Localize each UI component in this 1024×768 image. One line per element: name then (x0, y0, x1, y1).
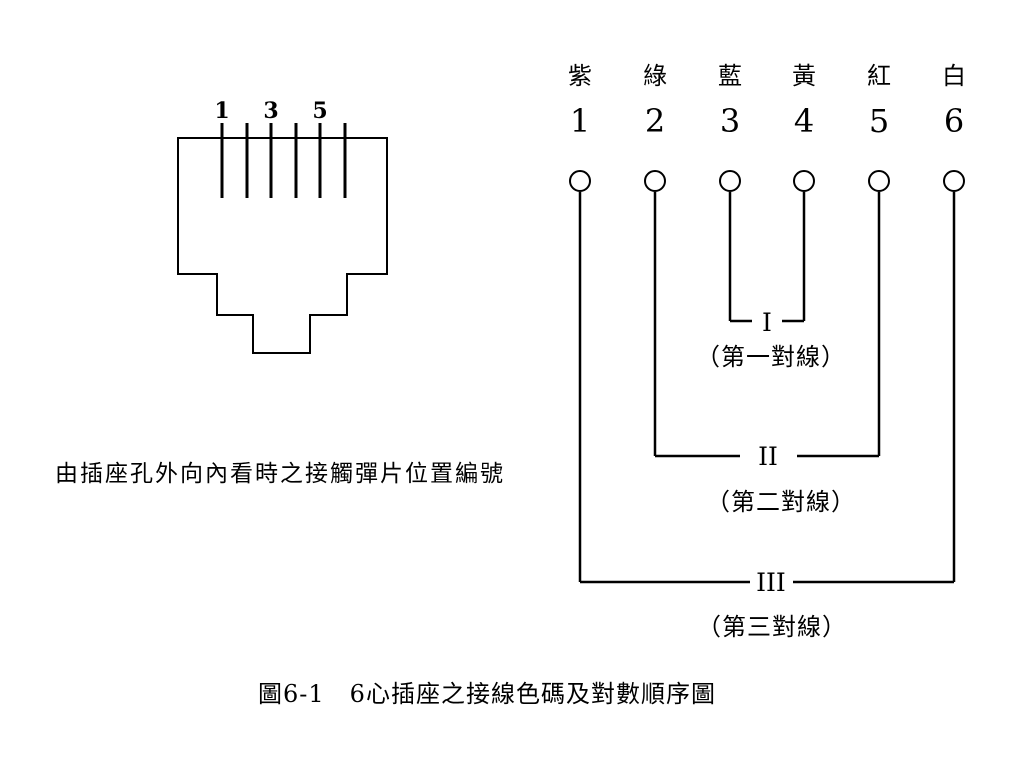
terminal-circles (569, 170, 965, 192)
drop-wires (578, 192, 956, 582)
pin-number-3: 3 (720, 102, 740, 140)
pairing-chart: 紫 綠 藍 黃 紅 白 1 2 3 4 5 6 (568, 62, 966, 641)
wire-color-row: 紫 綠 藍 黃 紅 白 (568, 62, 966, 90)
wire-color-label-4: 黃 (792, 62, 816, 90)
wire-color-label-5: 紅 (867, 62, 891, 90)
terminal-circle-4 (793, 170, 815, 192)
wire-color-label-1: 紫 (568, 62, 592, 90)
jack-caption: 由插座孔外向內看時之接觸彈片位置編號 (55, 461, 505, 487)
pin-number-2: 2 (645, 102, 665, 140)
jack-outline (177, 137, 388, 354)
jack-pin-label-5: 5 (312, 98, 327, 124)
jack-pin-label-1: 1 (214, 98, 229, 124)
jack-pin-label-3: 3 (263, 98, 278, 124)
terminal-circle-1 (569, 170, 591, 192)
terminal-circle-6 (943, 170, 965, 192)
pin-number-row: 1 2 3 4 5 6 (570, 102, 964, 140)
pair-1-numeral: I (762, 308, 772, 337)
jack-pins (220, 123, 347, 198)
pin-number-1: 1 (570, 102, 590, 140)
terminal-circle-2 (644, 170, 666, 192)
pin-number-5: 5 (869, 102, 889, 140)
terminal-circle-3 (719, 170, 741, 192)
pair-3-numeral: III (756, 568, 786, 597)
pin-number-6: 6 (944, 102, 964, 140)
pair-1-label: （第一對線） (696, 343, 846, 371)
wire-color-label-6: 白 (942, 62, 966, 90)
jack-view: 1 3 5 由插座孔外向內看時之接觸彈片位置編號 (55, 98, 505, 487)
pair-2-numeral: II (758, 442, 778, 471)
terminal-circle-5 (868, 170, 890, 192)
pair-2-label: （第二對線） (706, 488, 856, 516)
wire-color-label-3: 藍 (718, 62, 742, 90)
pair-3-label: （第三對線） (697, 613, 847, 641)
pin-number-4: 4 (794, 102, 814, 140)
wire-color-label-2: 綠 (643, 62, 667, 90)
figure-caption: 圖6-1 6心插座之接線色碼及對數順序圖 (258, 680, 716, 708)
